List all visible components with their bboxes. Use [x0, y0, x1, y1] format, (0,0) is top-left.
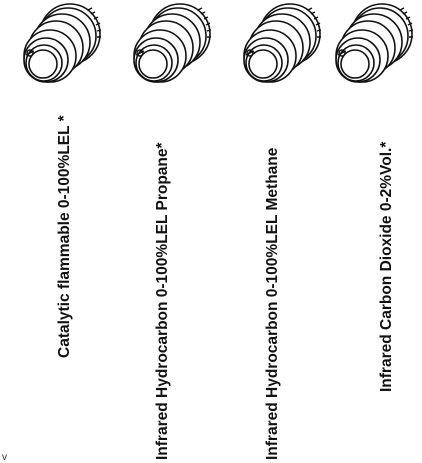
sensor-catalytic-flammable: Catalytic flammable 0-100%LEL * — [0, 0, 110, 462]
sensor-ir-hydrocarbon-methane: Infrared Hydrocarbon 0-100%LEL Methane — [220, 0, 330, 462]
sensor-head-icon — [243, 3, 322, 83]
sensor-label: Infrared Hydrocarbon 0-100%LEL Methane — [264, 147, 281, 460]
sensor-head-icon — [335, 3, 414, 83]
sensor-label: Infrared Carbon Dioxide 0-2%Vol.* — [378, 141, 395, 392]
sensor-head-icon — [23, 3, 102, 83]
sensor-label: Catalytic flammable 0-100%LEL * — [56, 115, 73, 358]
sensor-label: Infrared Hydrocarbon 0-100%LEL Propane* — [154, 142, 171, 460]
corner-mark: v — [2, 452, 7, 463]
sensor-ir-hydrocarbon-propane: Infrared Hydrocarbon 0-100%LEL Propane* — [110, 0, 220, 462]
sensor-ir-carbon-dioxide: Infrared Carbon Dioxide 0-2%Vol.* — [312, 0, 422, 462]
sensor-head-icon — [133, 3, 212, 83]
